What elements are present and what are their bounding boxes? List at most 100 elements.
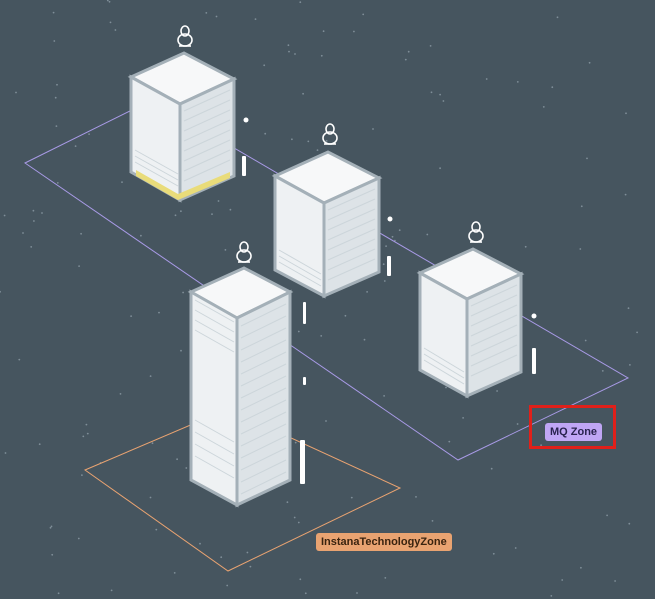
background-dot — [264, 132, 267, 135]
background-dot — [524, 245, 527, 248]
background-dot — [224, 249, 227, 251]
background-dot — [287, 44, 290, 47]
background-dot — [304, 592, 307, 595]
service-icons — [531, 313, 537, 374]
background-dot — [229, 208, 232, 211]
background-dot — [185, 467, 188, 469]
background-dot — [627, 307, 630, 310]
background-dot — [30, 246, 33, 248]
background-dot — [551, 86, 554, 89]
background-dot — [3, 214, 6, 217]
background-dot — [579, 248, 582, 250]
background-dot — [55, 125, 58, 127]
background-dot — [182, 291, 185, 294]
background-dot — [580, 566, 582, 569]
background-dot — [56, 83, 58, 86]
background-dot — [372, 128, 374, 130]
background-dot — [149, 496, 152, 499]
background-dot — [404, 58, 407, 61]
background-dot — [33, 220, 35, 222]
host-2[interactable] — [271, 123, 393, 324]
mq-zone-floor[interactable] — [24, 99, 630, 461]
background-dot — [624, 193, 627, 196]
mq-zone-label[interactable]: MQ Zone — [545, 423, 603, 441]
background-dot — [294, 441, 297, 444]
background-dot — [398, 229, 401, 232]
background-dot — [514, 547, 517, 549]
background-dot — [430, 91, 433, 94]
background-dot — [180, 349, 182, 352]
background-dot — [49, 526, 52, 529]
background-dot — [625, 112, 627, 115]
background-dot — [584, 339, 587, 342]
background-dot — [356, 592, 358, 594]
background-dot — [263, 64, 266, 67]
host-4[interactable] — [187, 241, 306, 508]
background-dot — [215, 15, 218, 18]
background-dot — [442, 100, 445, 102]
technology-zone-label[interactable]: InstanaTechnologyZone — [316, 533, 452, 551]
disk-lines — [278, 188, 376, 287]
background-dot — [140, 234, 142, 237]
background-dot — [325, 420, 327, 422]
background-dot — [516, 423, 519, 425]
background-dot — [322, 30, 325, 33]
background-dot — [158, 311, 160, 314]
background-dot — [217, 200, 220, 202]
background-dot — [561, 579, 564, 581]
service-icons — [300, 377, 306, 484]
host-1[interactable] — [127, 25, 249, 203]
background-dot — [431, 520, 434, 522]
background-dot — [429, 45, 432, 47]
background-dot — [254, 18, 257, 20]
host-3[interactable] — [416, 221, 537, 399]
background-dot — [383, 280, 386, 282]
background-dot — [86, 432, 89, 435]
background-dot — [385, 245, 387, 248]
background-dot — [4, 452, 7, 454]
background-dot — [15, 91, 17, 94]
technology-zone-floor[interactable] — [83, 408, 402, 572]
background-dot — [220, 556, 223, 559]
background-dot — [286, 501, 289, 504]
background-dot — [41, 212, 43, 214]
background-dot — [636, 331, 638, 334]
background-dot — [80, 232, 82, 235]
background-dot — [485, 78, 488, 80]
background-dot — [174, 214, 177, 217]
background-dot — [391, 235, 394, 238]
background-dot — [294, 53, 296, 55]
background-dot — [149, 375, 152, 377]
background-dot — [85, 423, 88, 426]
background-dot — [249, 565, 252, 568]
background-dot — [492, 552, 495, 555]
background-dot — [53, 40, 56, 42]
background-dot — [22, 232, 24, 234]
service-icons — [242, 117, 249, 176]
background-dot — [121, 181, 123, 184]
background-dot — [407, 50, 410, 53]
background-dot — [108, 0, 111, 3]
background-dot — [81, 474, 83, 476]
background-dot — [77, 537, 80, 540]
background-dot — [353, 30, 355, 33]
background-dot — [38, 443, 41, 446]
background-dot — [32, 209, 35, 212]
disk-lines — [423, 284, 518, 385]
background-dot — [628, 522, 631, 525]
linux-penguin-icon — [236, 241, 252, 263]
background-dot — [54, 96, 57, 99]
disk-lines — [194, 299, 287, 495]
background-dot — [363, 338, 366, 341]
background-dot — [211, 213, 213, 216]
background-dot — [580, 205, 583, 208]
background-dot — [320, 54, 323, 57]
background-dot — [439, 93, 441, 96]
background-dot — [462, 417, 464, 419]
background-dot — [291, 138, 293, 141]
background-dot — [173, 572, 176, 574]
background-dot — [246, 551, 249, 554]
background-dot — [88, 133, 90, 136]
background-dot — [297, 330, 300, 333]
